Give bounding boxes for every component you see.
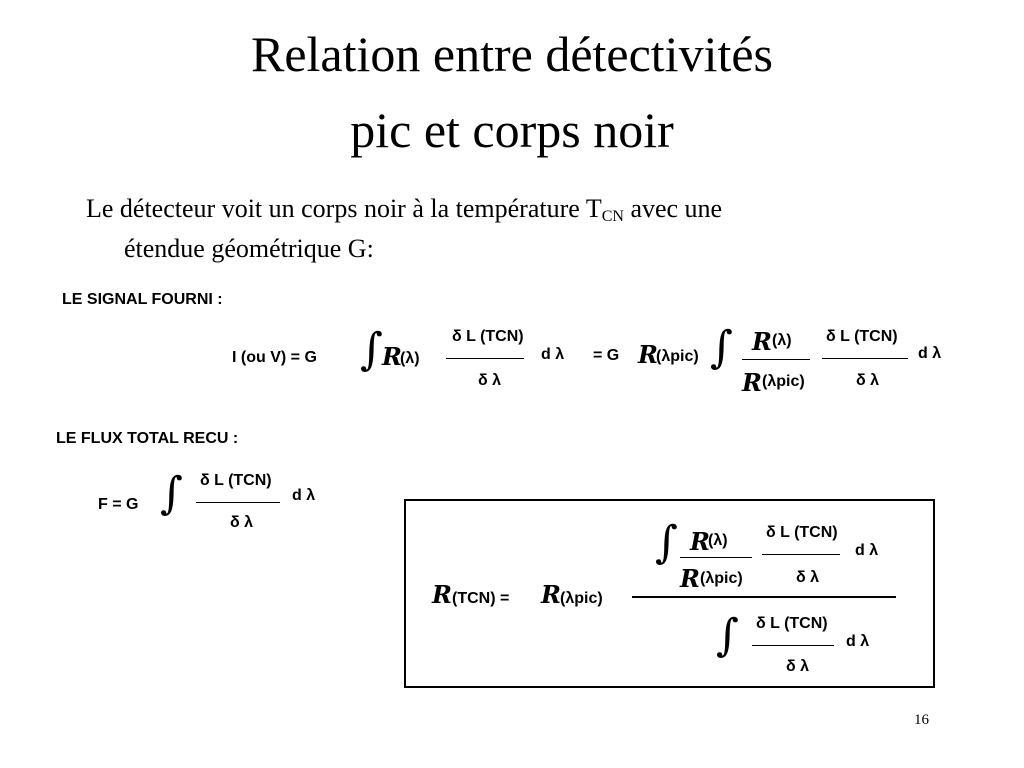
box-factor-arg: (λpic): [560, 590, 603, 607]
result-box: [404, 499, 935, 688]
script-r-icon: R: [752, 327, 772, 356]
fraction-bar: [446, 358, 524, 359]
script-r-icon: R: [382, 342, 402, 371]
intro-line1: Le détecteur voit un corps noir à la tem…: [86, 193, 722, 233]
box-frac-bottom: δ λ: [796, 569, 820, 586]
box-lhs-arg: (TCN) =: [452, 590, 510, 607]
fraction-bar: [752, 645, 834, 646]
fraction-bar: [196, 502, 280, 503]
script-r-icon: R: [690, 527, 710, 556]
slide-title-line1: Relation entre détectivités: [250, 26, 774, 82]
page-number: 16: [914, 712, 929, 728]
integral-icon: ∫: [710, 322, 733, 373]
intro-subscript: CN: [601, 208, 624, 225]
intro-text: Le détecteur voit un corps noir à la tem…: [86, 194, 602, 223]
integral-icon: ∫: [160, 468, 183, 519]
flux-numerator: δ L (TCN): [200, 472, 272, 489]
fraction-bar: [822, 358, 908, 359]
integral-icon: ∫: [716, 610, 739, 661]
integral-icon: ∫: [360, 324, 383, 375]
flux-denominator: δ λ: [230, 514, 254, 531]
flux-lhs: F = G: [98, 496, 139, 513]
signal-ratio-top: (λ): [772, 332, 792, 349]
intro-line2: étendue géométrique G:: [124, 234, 374, 263]
script-r-icon: R: [638, 340, 658, 369]
signal-numerator: δ L (TCN): [452, 328, 524, 345]
fraction-bar: [680, 557, 752, 558]
script-r-icon: R: [541, 580, 561, 609]
intro-text-after: avec une: [623, 194, 723, 223]
box-den-dlambda: d λ: [846, 633, 870, 650]
box-ratio-top: (λ): [708, 532, 728, 549]
script-r-icon: R: [680, 564, 700, 593]
box-frac-top: δ L (TCN): [766, 524, 838, 541]
fraction-bar: [742, 359, 810, 360]
signal-ratio-bottom: (λpic): [762, 373, 805, 390]
main-fraction-bar: [632, 596, 896, 598]
signal-eq-g: = G: [593, 347, 620, 364]
box-den-frac-top: δ L (TCN): [756, 615, 828, 632]
fraction-bar: [762, 554, 840, 555]
flux-heading: LE FLUX TOTAL RECU :: [56, 430, 239, 447]
box-dlambda: d λ: [855, 542, 879, 559]
signal-dlambda: d λ: [541, 346, 565, 363]
signal-denominator-2: δ λ: [856, 372, 880, 389]
signal-heading: LE SIGNAL FOURNI :: [62, 291, 223, 308]
signal-lambda-pic: (λpic): [656, 348, 699, 365]
script-r-icon: R: [432, 580, 452, 609]
box-ratio-bottom: (λpic): [700, 570, 743, 587]
signal-dlambda-2: d λ: [918, 345, 942, 362]
signal-lambda-arg: (λ): [400, 350, 420, 367]
slide-title-line2: pic et corps noir: [350, 102, 674, 158]
signal-numerator-2: δ L (TCN): [826, 328, 898, 345]
signal-denominator: δ λ: [478, 372, 502, 389]
script-r-icon: R: [742, 368, 762, 397]
integral-icon: ∫: [655, 517, 678, 568]
box-den-frac-bottom: δ λ: [786, 658, 810, 675]
signal-lhs: I (ou V) = G: [232, 349, 317, 366]
flux-dlambda: d λ: [292, 487, 316, 504]
